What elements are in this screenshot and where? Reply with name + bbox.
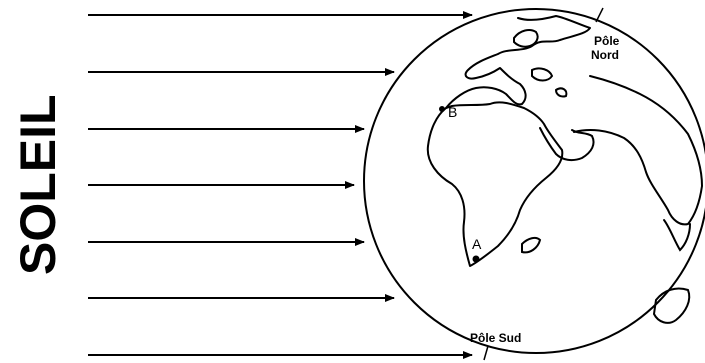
north-pole-label-line1: Pôle [594, 34, 620, 48]
point-a-label: A [472, 236, 482, 252]
south-pole-label: Pôle Sud [470, 331, 521, 345]
point-b-marker [439, 106, 445, 112]
point-b-label: B [448, 104, 457, 120]
sun-title: SOLEIL [10, 94, 66, 275]
earth-outline [364, 9, 705, 353]
point-a-marker [473, 256, 480, 263]
earth-axis-north [596, 8, 603, 22]
north-pole-label-line2: Nord [591, 48, 619, 62]
earth-globe [364, 8, 705, 360]
earth-axis-south [484, 346, 488, 360]
